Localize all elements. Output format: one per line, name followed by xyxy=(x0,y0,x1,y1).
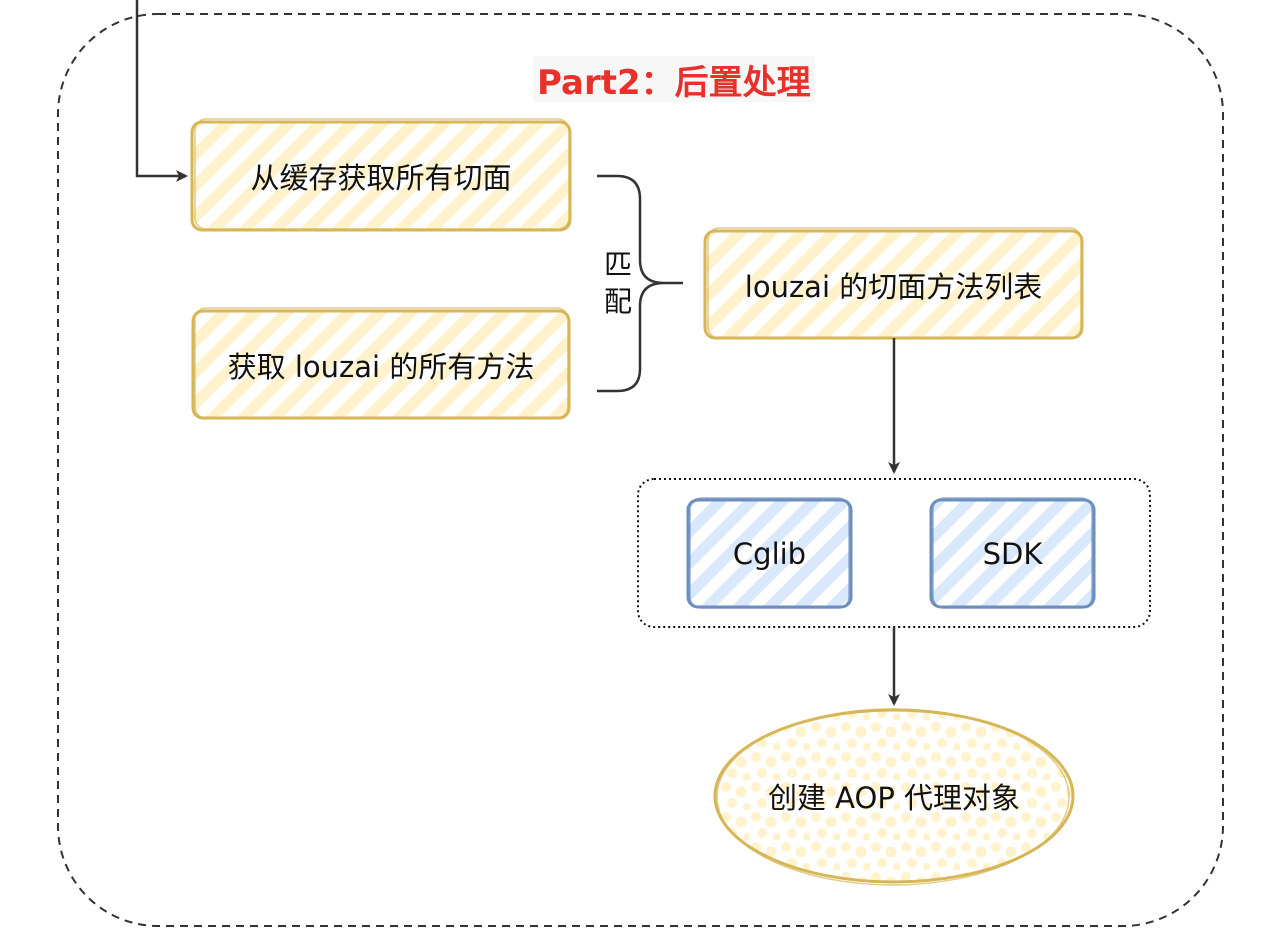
node-cglib-label: Cglib xyxy=(732,536,807,571)
node-aspect-list-label: louzai 的切面方法列表 xyxy=(744,269,1043,304)
node-aspect-list[interactable] xyxy=(703,227,1084,340)
match-label: 匹 配 xyxy=(596,246,640,320)
node-create-proxy[interactable] xyxy=(713,708,1075,886)
node-sdk[interactable] xyxy=(929,497,1096,609)
part2-container xyxy=(57,13,1224,927)
node-cglib[interactable] xyxy=(686,497,853,609)
match-label-char-2: 配 xyxy=(603,285,632,318)
node-get-aspects-label: 从缓存获取所有切面 xyxy=(250,161,512,195)
node-get-methods[interactable] xyxy=(191,307,571,420)
node-get-aspects[interactable] xyxy=(190,118,572,232)
match-brace xyxy=(597,174,683,393)
node-get-methods-label: 获取 louzai 的所有方法 xyxy=(227,349,535,384)
section-title: Part2：后置处理 xyxy=(533,56,815,103)
node-create-proxy-label: 创建 AOP 代理对象 xyxy=(767,781,1021,815)
incoming-arrow xyxy=(135,0,188,182)
node-sdk-label: SDK xyxy=(982,536,1043,571)
match-label-char-1: 匹 xyxy=(603,248,632,281)
